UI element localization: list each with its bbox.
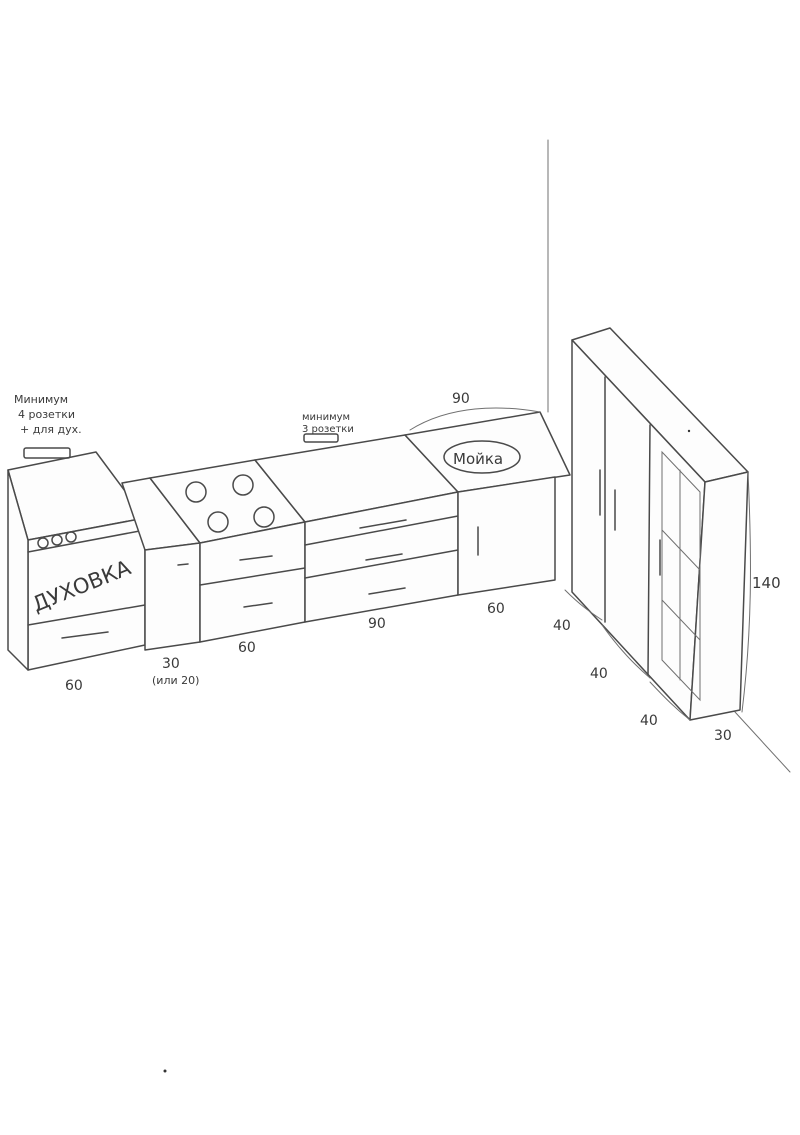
oven-knob [51, 534, 63, 546]
socket-strip-counter [303, 433, 339, 443]
room-corner [547, 139, 791, 773]
dim-tall-height: 140 [752, 574, 781, 592]
stray-dot [163, 1069, 167, 1073]
dim-narrow-alt: (или 20) [152, 674, 199, 687]
note-line: 3 розетки [302, 424, 354, 435]
oven-unit [7, 447, 146, 671]
sink-label: Мойка [453, 450, 503, 468]
hob-burner [207, 511, 229, 533]
socket-strip-oven [23, 447, 71, 459]
note-line: минимум [302, 412, 350, 423]
note-line: Минимум [14, 393, 68, 406]
note-sockets-counter: минимум 3 розетки [302, 412, 354, 435]
dim-cabinet-depth: 30 [714, 728, 732, 744]
hob-burner [253, 506, 275, 528]
hob-burner [185, 481, 207, 503]
note-line: + для дух. [20, 423, 82, 436]
dim-oven: 60 [65, 678, 83, 694]
stray-dot [687, 429, 691, 433]
dim-fridge-width-2: 40 [640, 713, 658, 729]
tall-unit [571, 327, 749, 721]
sink-bowl [443, 440, 521, 474]
oven-knob [65, 531, 77, 543]
narrow-cabinet [121, 477, 201, 651]
dim-sink-cabinet: 60 [487, 601, 505, 617]
oven-knob [37, 537, 49, 549]
sink-cabinet [404, 411, 571, 596]
dim-drawers: 90 [368, 616, 386, 632]
drawer-cabinet [254, 433, 459, 623]
dim-fridge-width-1: 40 [590, 666, 608, 682]
dim-fridge-depth: 40 [553, 618, 571, 634]
hob-cabinet [149, 459, 306, 643]
note-sockets-oven: Минимум 4 розетки + для дух. [14, 393, 82, 436]
note-line: 4 розетки [18, 408, 75, 421]
dim-sink-top: 90 [452, 391, 470, 407]
hob-burner [232, 474, 254, 496]
dim-narrow: 30 [162, 656, 180, 672]
dimension-marks [409, 407, 751, 721]
dim-hob: 60 [238, 640, 256, 656]
